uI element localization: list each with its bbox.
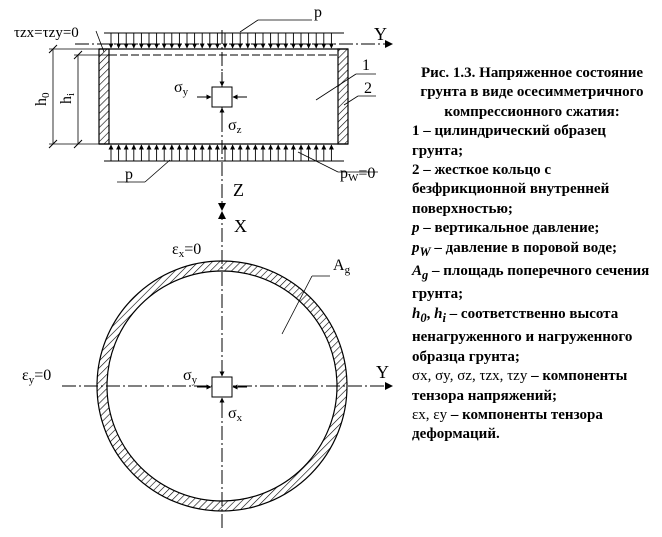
caption-item-eps: εx, εy – компоненты тензора деформаций. [412, 406, 603, 443]
sigma-z-top: σz [228, 117, 242, 136]
plan-view: X Y εx=0 εy=0 Ag σy σx [22, 211, 393, 528]
sigma-y-bottom: σy [183, 367, 198, 386]
caption-item-sigma: σx, σy, σz, τzx, τzy – компоненты тензор… [412, 368, 628, 404]
sigma-x-bottom: σx [228, 405, 243, 424]
z-axis-label: Z [233, 180, 244, 200]
compression-diagram: Y Z τzx=τzy=0 p p pW=0 1 2 h0 [14, 4, 393, 528]
caption-item-2: 2 – жесткое кольцо с безфрикционной внут… [412, 162, 610, 217]
figure-caption: Рис. 1.3. Напряженное состояние грунта в… [412, 64, 652, 445]
caption-item-p: p – вертикальное давление; [412, 220, 600, 237]
caption-item-pw: pW – давление в поровой воде; [412, 239, 618, 259]
sigma-y-top: σy [174, 79, 189, 98]
section-view: Y Z τzx=τzy=0 p p pW=0 1 2 h0 [14, 4, 393, 211]
eps-y-label: εy=0 [22, 367, 51, 386]
ag-label: Ag [333, 257, 351, 276]
stress-element-bottom [211, 376, 233, 398]
caption-item-1: 1 – цилиндрический образец грунта; [412, 123, 606, 159]
caption-item-h: h0, hi – соответственно высота ненагруже… [412, 305, 633, 365]
left-ring-wall [98, 48, 110, 145]
soil-sample [108, 54, 339, 145]
eps-x-label: εx=0 [172, 241, 201, 260]
label-1: 1 [362, 57, 370, 74]
stress-element-top [211, 86, 233, 108]
x-axis-label: X [234, 216, 247, 236]
top-load-arrows [104, 32, 344, 49]
hi-label: hi [58, 93, 77, 104]
pw-label: pW=0 [340, 165, 375, 184]
h0-label: h0 [33, 92, 52, 106]
p-bottom-label: p [125, 166, 133, 183]
caption-title: Рис. 1.3. Напряженное состояние грунта в… [420, 65, 644, 120]
tau-label: τzx=τzy=0 [14, 25, 79, 41]
bottom-load-arrows [104, 144, 344, 162]
p-top-label: p [314, 4, 322, 21]
y-axis-bottom-label: Y [376, 362, 389, 382]
label-2: 2 [364, 80, 372, 97]
y-axis-top-label: Y [374, 24, 387, 44]
caption-item-ag: Ag – площадь поперечного сечения грунта; [412, 263, 650, 303]
right-ring-wall [337, 48, 349, 145]
